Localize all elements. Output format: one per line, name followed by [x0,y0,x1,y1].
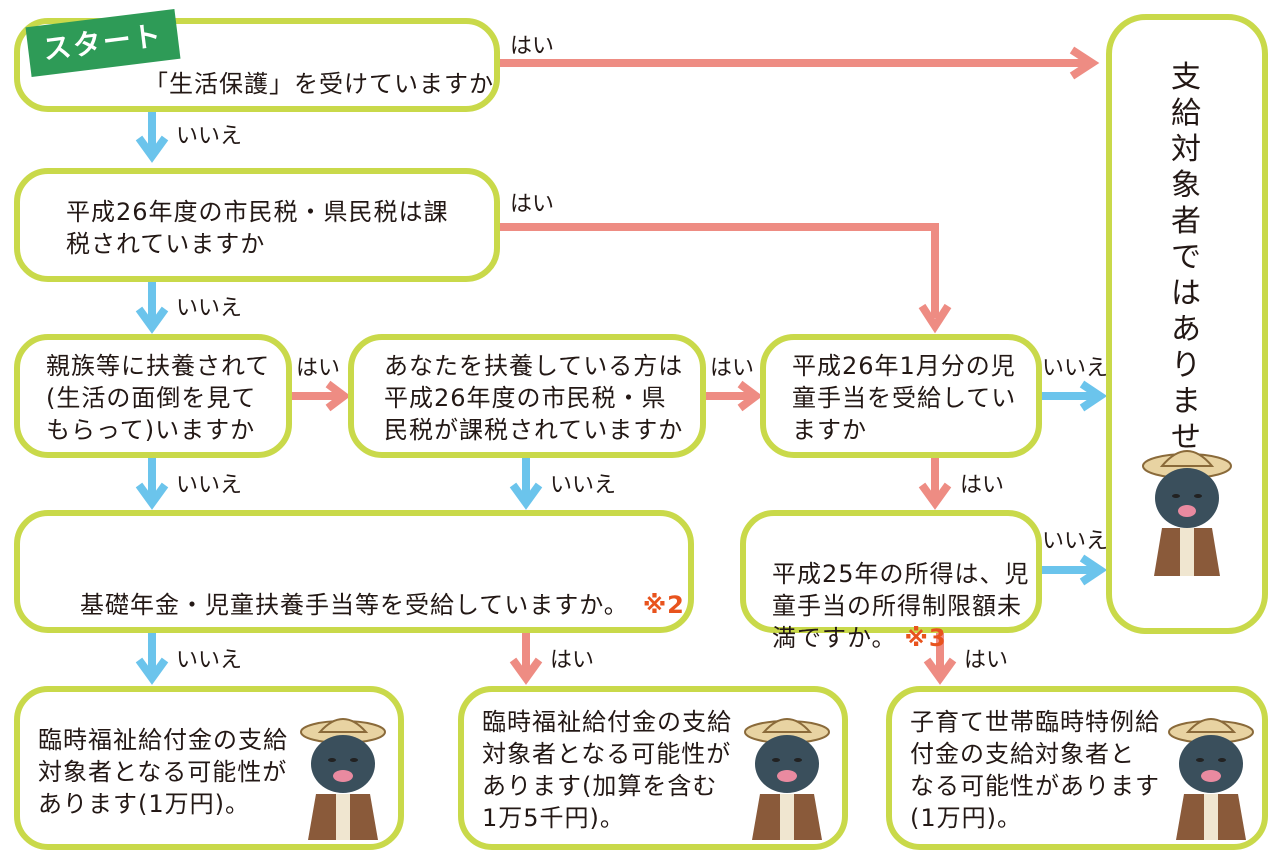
question-income-text: 平成25年の所得は、児 童手当の所得制限額未 満ですか。※3 [772,526,1030,654]
arrowhead [923,657,957,685]
label-q1-no: いいえ [176,124,243,149]
question-dependent: 親族等に扶養されて (生活の面倒を見て もらって)いますか [14,334,292,458]
arrowhead [737,380,763,412]
question-income-label: 平成25年の所得は、児 童手当の所得制限額未 満ですか。 [772,560,1030,652]
arrowhead [1069,46,1100,80]
label-q6-yes: はい [550,648,595,673]
question-pension-text: 基礎年金・児童扶養手当等を受給していますか。 ※2 [80,557,685,621]
note-3: ※3 [904,624,947,652]
question-welfare-text: 「生活保護」を受けていますか [144,70,494,98]
question-pension: 基礎年金・児童扶養手当等を受給していますか。 ※2 [14,510,694,633]
label-q2-no: いいえ [176,296,243,321]
arrowhead [1079,554,1108,586]
mascot-character-icon [300,718,386,840]
question-child-allowance: 平成26年1月分の児 童手当を受給してい ますか [760,334,1042,458]
label-q5-yes: はい [960,473,1005,498]
question-tax: 平成26年度の市民税・県民税は課 税されていますか [14,168,500,282]
note-2: ※2 [642,591,685,619]
arrowhead [135,135,169,163]
question-income: 平成25年の所得は、児 童手当の所得制限額未 満ですか。※3 [740,510,1042,652]
question-tax-text: 平成26年度の市民税・県民税は課 税されていますか [66,198,449,258]
arrowhead [918,482,952,510]
question-child-allowance-text: 平成26年1月分の児 童手当を受給してい ますか [792,352,1017,444]
arrowhead [918,303,952,334]
arrowhead [1079,380,1108,412]
label-q1-yes: はい [510,34,555,59]
mascot-character-icon [744,718,830,840]
mascot-character-icon [1168,718,1254,840]
result-child-rearing-benefit-text: 子育て世帯臨時特例給 付金の支給対象者と なる可能性があります (1万円)。 [910,708,1160,832]
label-q4-yes: はい [710,356,755,381]
question-pension-label: 基礎年金・児童扶養手当等を受給していますか。 [80,591,629,619]
arrowhead [135,657,169,685]
label-q3-yes: はい [296,356,341,381]
label-q5-no: いいえ [1042,356,1109,381]
label-q6-no: いいえ [176,648,243,673]
question-dependent-text: 親族等に扶養されて (生活の面倒を見て もらって)いますか [46,352,271,444]
label-q7-no: いいえ [1042,529,1109,554]
question-supporter-tax: あなたを扶養している方は 平成26年度の市民税・県 民税が課税されていますか [348,334,706,458]
label-q4-no: いいえ [550,473,617,498]
not-eligible-text: 支 給 対 象 者 で は あ り ま せ ん [1171,60,1201,491]
mascot-character-icon [1142,450,1232,576]
result-welfare-benefit-plus-text: 臨時福祉給付金の支給 対象者となる可能性が あります(加算を含む 1万5千円)。 [482,708,732,832]
question-supporter-tax-text: あなたを扶養している方は 平成26年度の市民税・県 民税が課税されていますか [384,352,684,444]
label-q7-yes: はい [964,648,1009,673]
label-q2-yes: はい [510,192,555,217]
arrowhead [509,482,543,510]
arrowhead [135,482,169,510]
arrowhead [135,306,169,334]
arrowhead [509,657,543,685]
label-q3-no: いいえ [176,473,243,498]
arrow-q2-yes [500,223,939,318]
result-welfare-benefit-text: 臨時福祉給付金の支給 対象者となる可能性が あります(1万円)。 [38,726,288,818]
arrowhead [325,380,351,412]
